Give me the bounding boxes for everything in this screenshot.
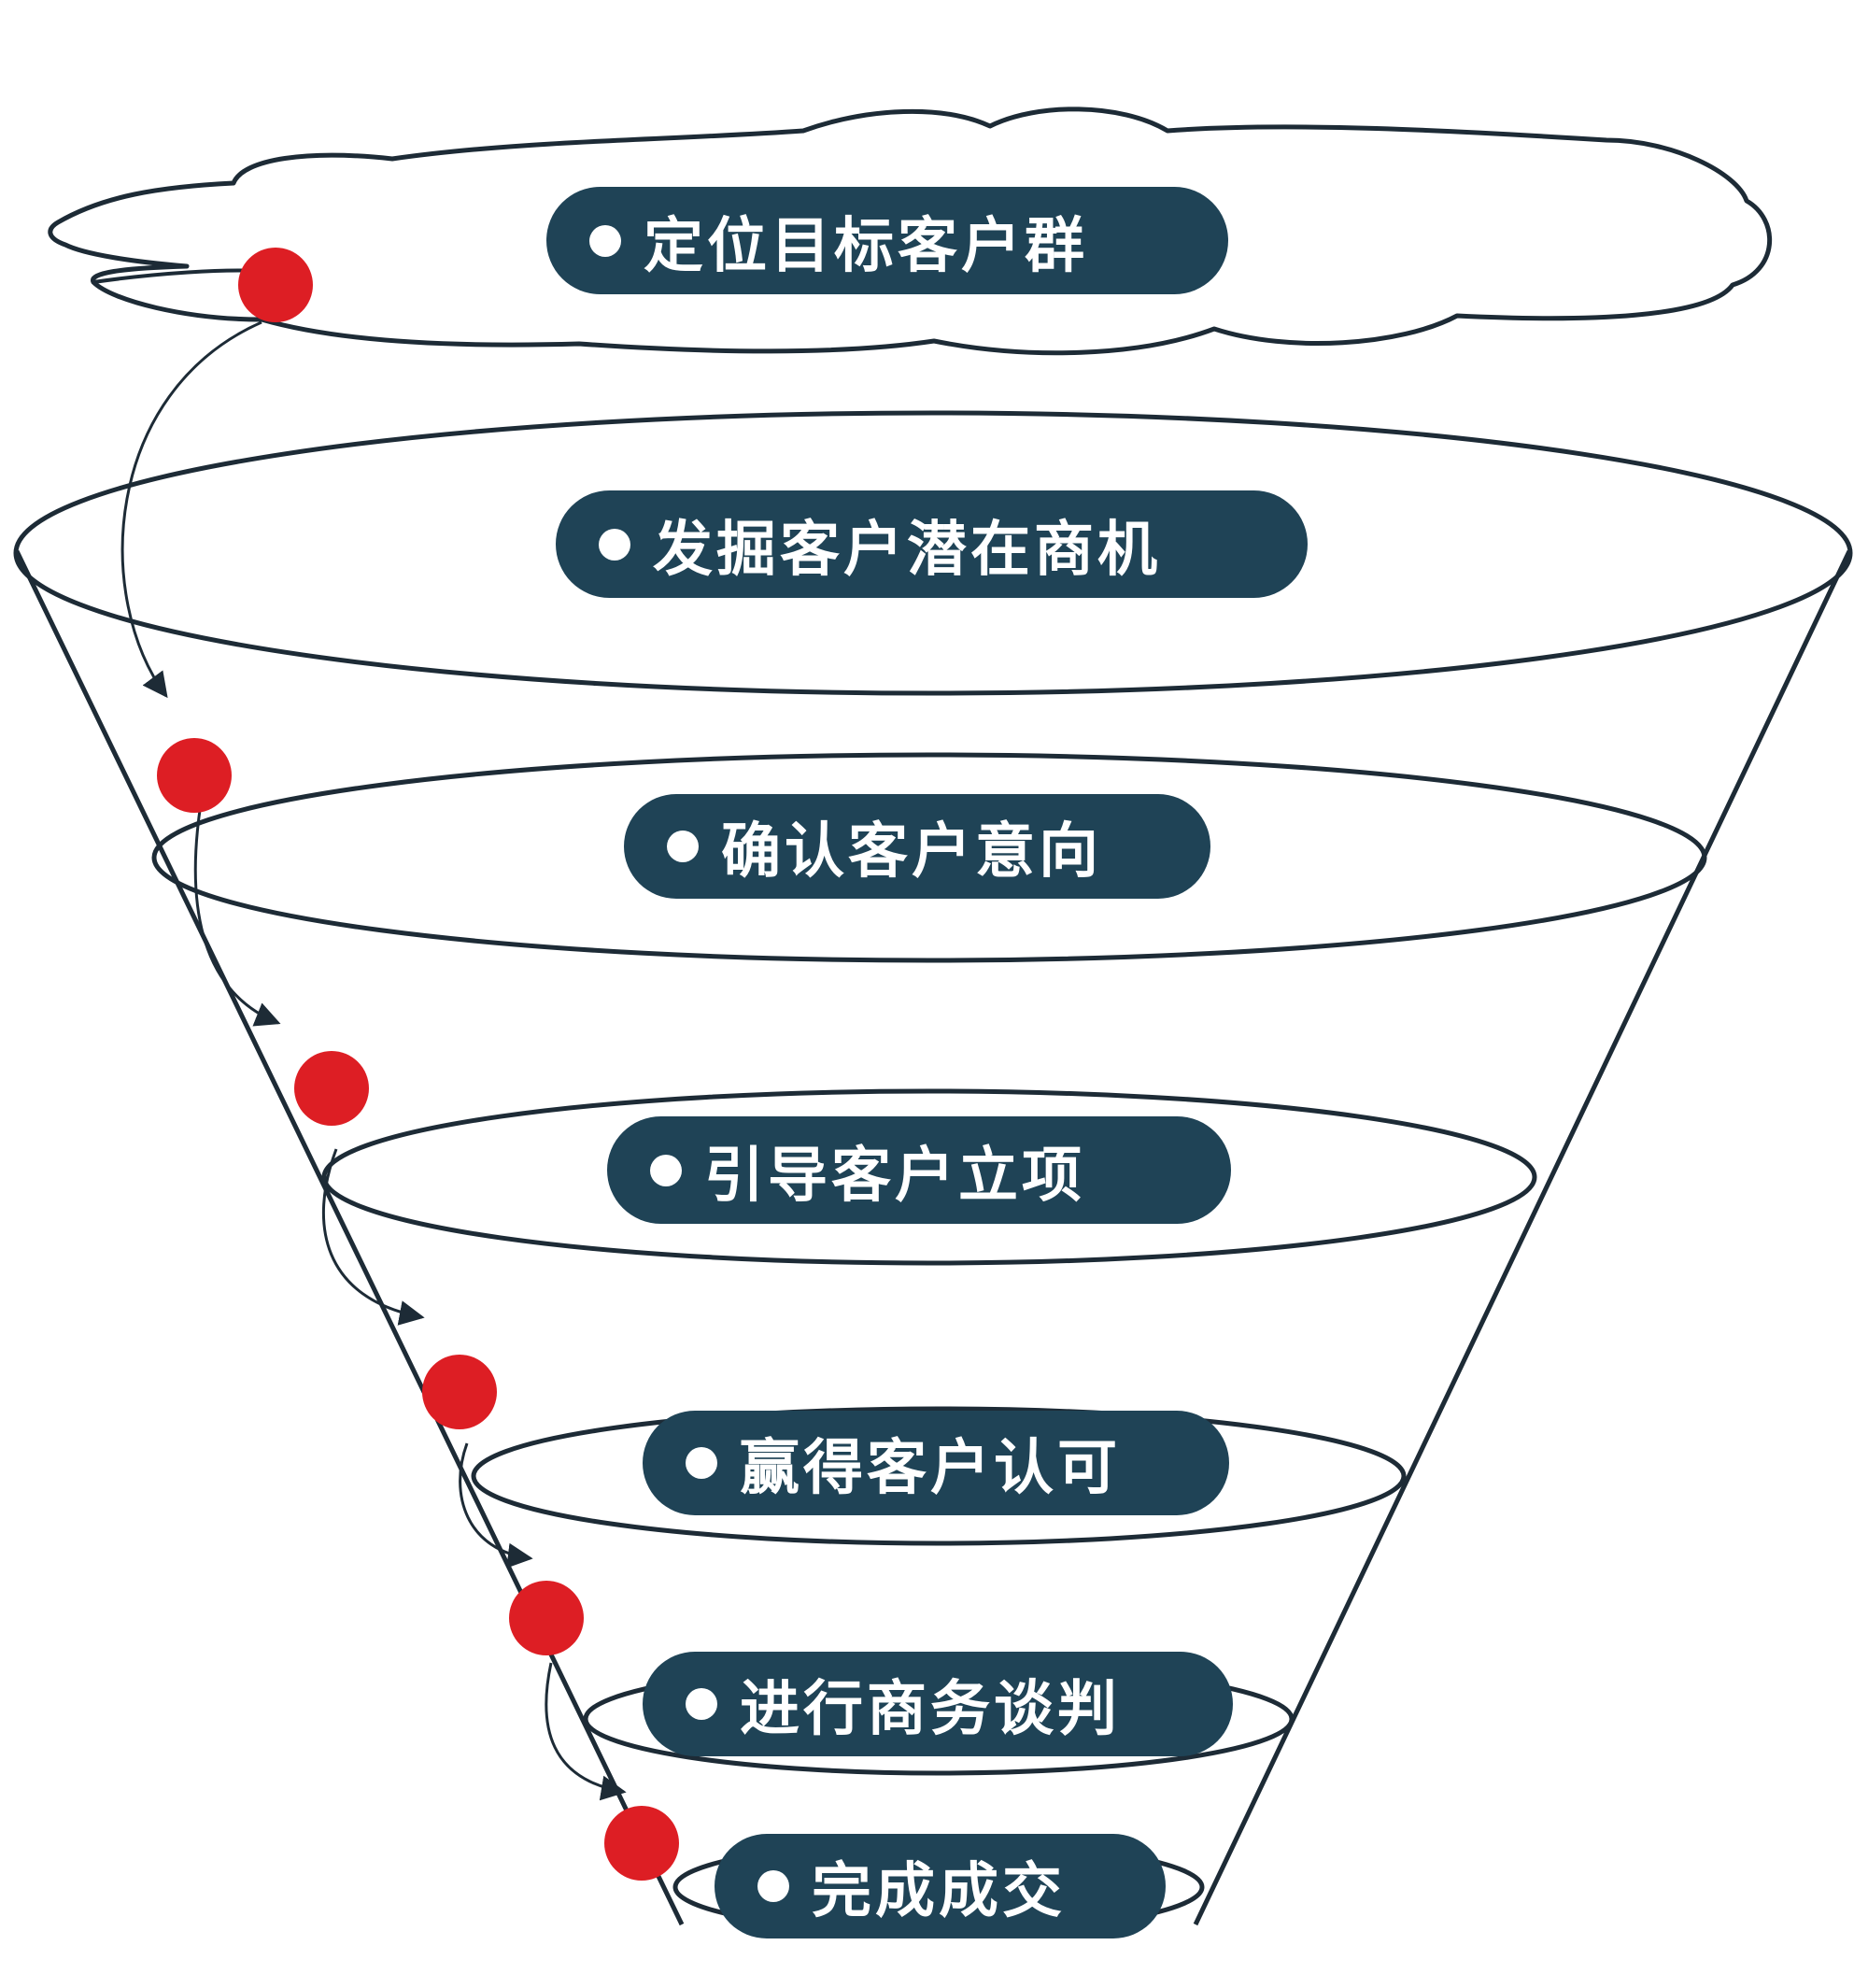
white-dot-icon bbox=[686, 1447, 717, 1479]
funnel-ring-4 bbox=[471, 1406, 1407, 1546]
cloud-top-shape bbox=[48, 106, 1773, 356]
white-dot-icon bbox=[757, 1870, 789, 1902]
stage-label: 引导客户立项 bbox=[704, 1141, 1085, 1211]
white-dot-icon bbox=[667, 831, 699, 862]
stage-pill-2: 发掘客户潜在商机 bbox=[556, 490, 1308, 598]
stage-label: 完成成交 bbox=[812, 1857, 1066, 1926]
stage-pill-6: 进行商务谈判 bbox=[643, 1652, 1233, 1756]
funnel-ring-3 bbox=[321, 1088, 1537, 1266]
white-dot-icon bbox=[650, 1154, 682, 1186]
funnel-right-edge bbox=[1193, 549, 1852, 1926]
stage-label: 赢得客户认可 bbox=[740, 1434, 1121, 1503]
red-ball-icon bbox=[604, 1806, 679, 1881]
stage-label: 进行商务谈判 bbox=[740, 1675, 1121, 1744]
flow-arrow-2 bbox=[193, 802, 281, 1027]
flow-arrow-4 bbox=[459, 1442, 533, 1569]
red-ball-icon bbox=[509, 1581, 584, 1655]
red-ball-icon bbox=[422, 1355, 497, 1429]
stage-pill-5: 赢得客户认可 bbox=[643, 1411, 1229, 1515]
flow-arrow-1 bbox=[120, 320, 262, 699]
stage-pill-1: 定位目标客户群 bbox=[546, 187, 1228, 294]
red-ball-icon bbox=[294, 1051, 369, 1126]
funnel-ring-2 bbox=[151, 752, 1707, 963]
white-dot-icon bbox=[589, 224, 621, 257]
stage-pill-4: 引导客户立项 bbox=[607, 1116, 1231, 1224]
stage-label: 定位目标客户群 bbox=[644, 211, 1088, 281]
funnel-left-edge bbox=[14, 549, 685, 1926]
stage-pill-3: 确认客户意向 bbox=[624, 794, 1210, 899]
red-ball-icon bbox=[238, 248, 313, 322]
stage-label: 发掘客户潜在商机 bbox=[653, 515, 1161, 585]
stage-pill-7: 完成成交 bbox=[715, 1834, 1166, 1938]
stage-label: 确认客户意向 bbox=[721, 817, 1102, 887]
white-dot-icon bbox=[686, 1688, 717, 1720]
red-ball-icon bbox=[157, 738, 232, 813]
funnel-ring-1 bbox=[13, 410, 1853, 696]
white-dot-icon bbox=[599, 528, 630, 561]
flow-arrow-5 bbox=[545, 1662, 627, 1801]
flow-arrow-3 bbox=[321, 1148, 425, 1326]
